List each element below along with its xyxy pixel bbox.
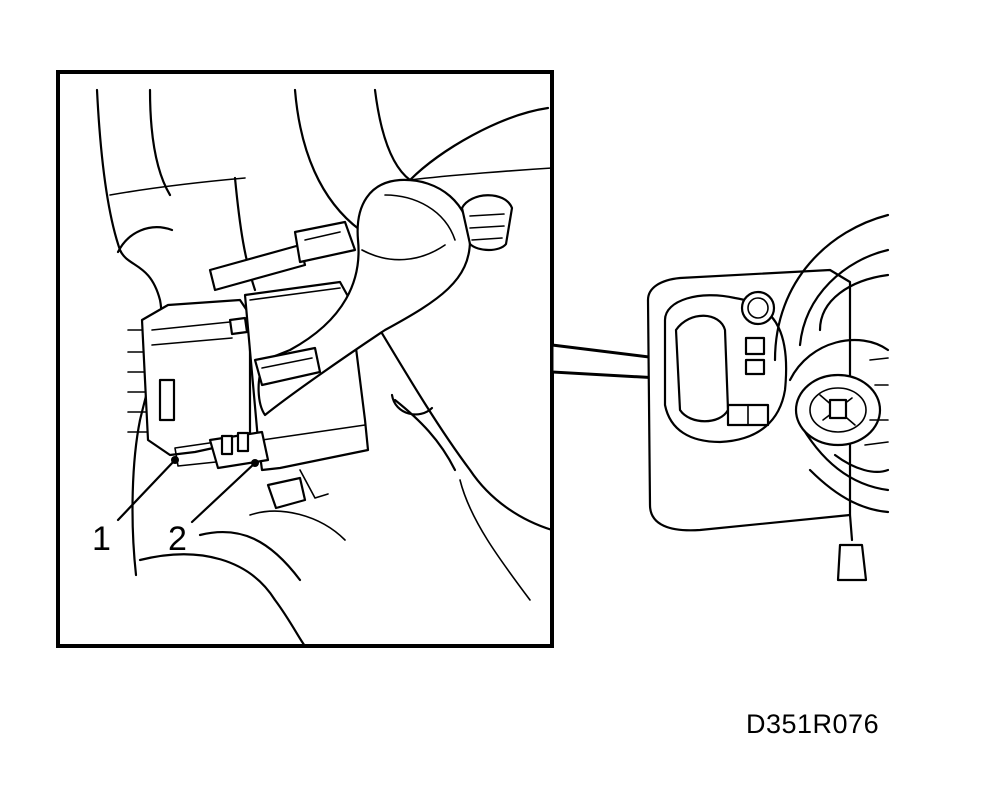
leader-line-1 bbox=[116, 458, 177, 522]
callout-2: 2 bbox=[168, 520, 187, 558]
figure-code: D351R076 bbox=[746, 709, 880, 739]
detail-inset: 1 2 bbox=[56, 70, 554, 648]
callout-1: 1 bbox=[92, 520, 111, 558]
leader-line-2 bbox=[190, 461, 257, 524]
dashboard-overview bbox=[646, 213, 890, 582]
